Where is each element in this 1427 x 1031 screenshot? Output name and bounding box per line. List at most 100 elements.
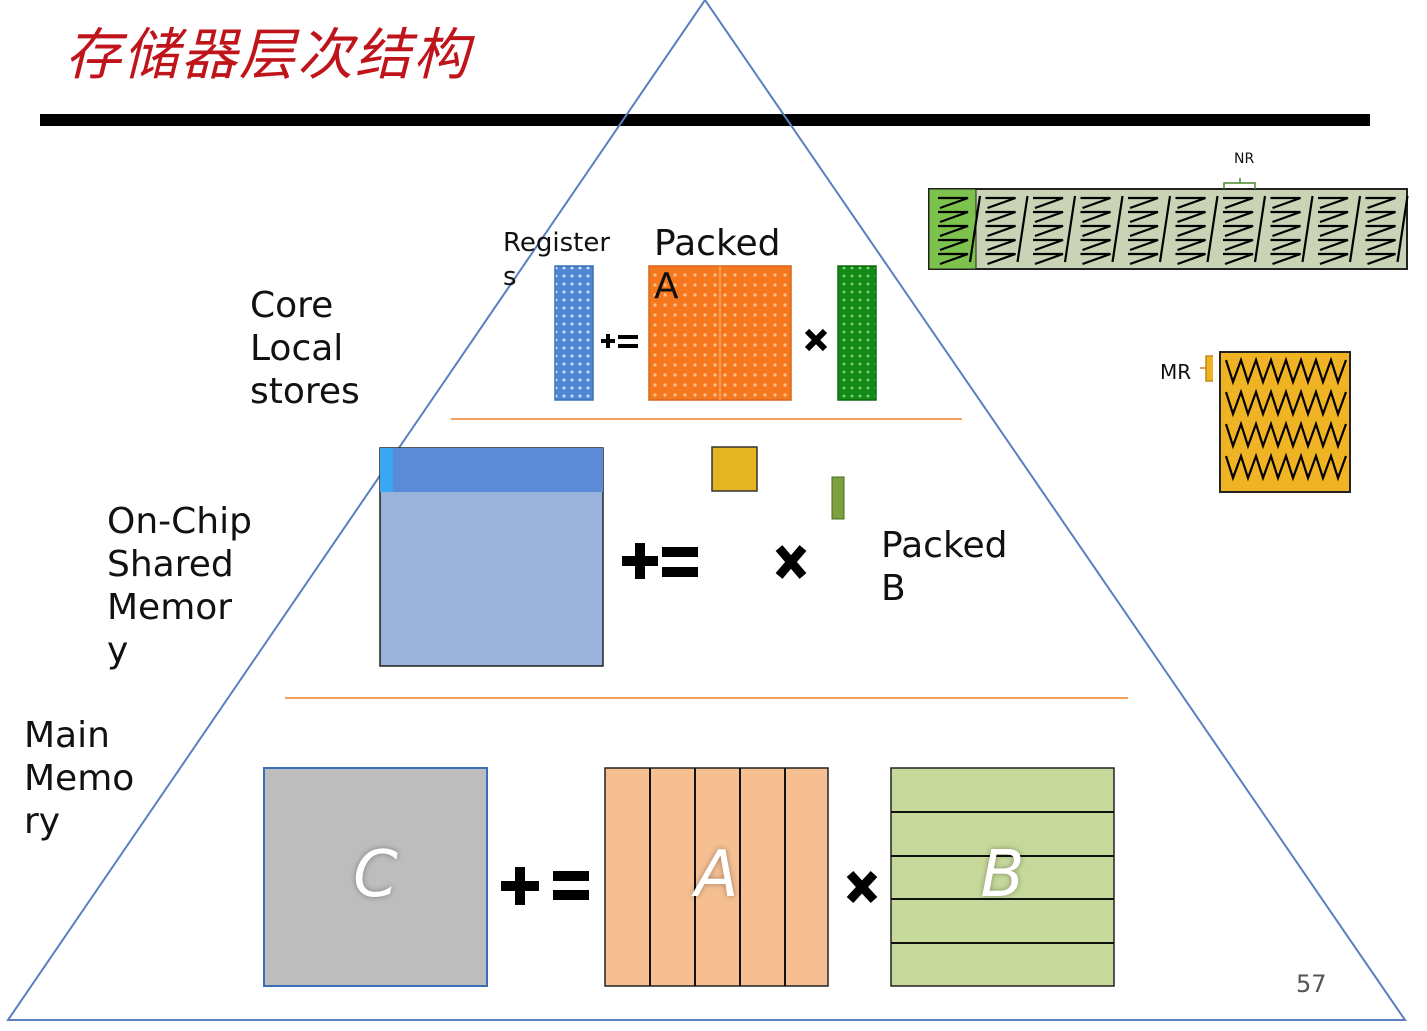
nr-zigzag-stroke xyxy=(1175,210,1206,224)
nr-zigzag-stroke xyxy=(1080,224,1111,238)
green-register-column xyxy=(837,265,877,401)
mr-zigzag-arrows xyxy=(1224,356,1348,482)
nr-zigzag-stroke xyxy=(1033,224,1064,238)
plus-equals-onchip xyxy=(622,543,698,579)
label-packed-a: Packed A xyxy=(654,223,781,307)
nr-zigzag-return xyxy=(1348,195,1362,263)
nr-zigzag-stroke xyxy=(1270,196,1301,210)
matrix-c-label: C xyxy=(353,838,398,912)
page-number: 57 xyxy=(1296,970,1327,998)
nr-zigzag-stroke xyxy=(938,224,969,238)
nr-zigzag-stroke xyxy=(1365,252,1396,266)
nr-zigzag-stroke xyxy=(1175,252,1206,266)
nr-zigzag-stroke xyxy=(1033,210,1064,224)
times-main xyxy=(846,870,878,904)
nr-zigzag-stroke xyxy=(1270,210,1301,224)
times-core xyxy=(804,328,828,352)
matrix-c xyxy=(263,767,488,987)
nr-zigzag-stroke xyxy=(1318,224,1349,238)
nr-zigzag-stroke xyxy=(985,210,1016,224)
nr-bracket xyxy=(1223,178,1256,189)
mr-zigzag-row xyxy=(1224,452,1348,482)
times-onchip xyxy=(775,545,807,579)
nr-zigzag-stroke xyxy=(1270,224,1301,238)
nr-zigzag-stroke xyxy=(938,252,969,266)
nr-zigzag-stroke xyxy=(985,238,1016,252)
nr-zigzag-stroke xyxy=(1128,210,1159,224)
nr-zigzag-stroke xyxy=(1270,238,1301,252)
nr-zigzag-return xyxy=(1301,195,1314,263)
nr-strip xyxy=(928,188,1408,270)
plus-equals-main xyxy=(501,867,589,905)
nr-zigzag-arrows xyxy=(938,195,1409,266)
nr-zigzag-stroke xyxy=(1033,252,1064,266)
nr-zigzag-stroke xyxy=(1175,238,1206,252)
nr-zigzag-stroke xyxy=(985,196,1016,210)
nr-zigzag-stroke xyxy=(1175,196,1206,210)
nr-zigzag-stroke xyxy=(1080,210,1111,224)
nr-zigzag-stroke xyxy=(1318,238,1349,252)
onchip-c-top-row xyxy=(380,448,603,492)
nr-zigzag-stroke xyxy=(1033,196,1064,210)
nr-zigzag-stroke xyxy=(1128,238,1159,252)
nr-zigzag-return xyxy=(1158,195,1172,263)
nr-zigzag-return xyxy=(1253,195,1267,263)
matrix-b xyxy=(890,767,1115,987)
nr-zigzag-stroke xyxy=(1128,252,1159,266)
nr-zigzag-stroke xyxy=(1365,196,1396,210)
title-underline xyxy=(40,114,1370,126)
page-title: 存储器层次结构 xyxy=(65,23,471,88)
nr-zigzag-stroke xyxy=(985,252,1016,266)
nr-zigzag-stroke xyxy=(1365,210,1396,224)
gold-block xyxy=(711,446,758,492)
mr-block xyxy=(1219,351,1351,493)
nr-zigzag-stroke xyxy=(1223,238,1254,252)
label-onchip-shared-memory: On-Chip Shared Memor y xyxy=(107,501,252,671)
label-registers: Register s xyxy=(503,228,611,292)
label-main-memory: Main Memo ry xyxy=(24,715,135,842)
nr-zigzag-stroke xyxy=(985,224,1016,238)
nr-zigzag-return xyxy=(1206,195,1219,263)
nr-zigzag-return xyxy=(968,195,982,263)
nr-zigzag-stroke xyxy=(1080,252,1111,266)
label-mr: MR xyxy=(1160,360,1192,384)
nr-zigzag-stroke xyxy=(1318,196,1349,210)
registers-block xyxy=(554,265,594,401)
matrix-a xyxy=(604,767,829,987)
pyramid-outline xyxy=(6,0,1407,1021)
nr-zigzag-stroke xyxy=(1080,238,1111,252)
nr-zigzag-stroke xyxy=(1175,224,1206,238)
nr-zigzag-stroke xyxy=(1318,252,1349,266)
nr-zigzag-return xyxy=(1111,195,1124,263)
mr-zigzag-row xyxy=(1224,420,1348,450)
onchip-c-top-cell xyxy=(380,448,393,492)
plus-equals-core xyxy=(601,334,638,348)
nr-zigzag-stroke xyxy=(1318,210,1349,224)
nr-zigzag-return xyxy=(1016,195,1029,263)
nr-zigzag-stroke xyxy=(1270,252,1301,266)
nr-zigzag-stroke xyxy=(1223,224,1254,238)
olive-bar xyxy=(831,476,845,520)
nr-zigzag-return xyxy=(1063,195,1077,263)
nr-zigzag-stroke xyxy=(938,196,969,210)
nr-zigzag-stroke xyxy=(1223,196,1254,210)
nr-zigzag-stroke xyxy=(938,238,969,252)
nr-zigzag-return xyxy=(1396,195,1409,263)
mr-zigzag-row xyxy=(1224,356,1348,386)
label-core-local-stores: Core Local stores xyxy=(250,285,360,412)
nr-zigzag-stroke xyxy=(1223,252,1254,266)
mr-zigzag-row xyxy=(1224,388,1348,418)
nr-zigzag-stroke xyxy=(1080,196,1111,210)
matrix-a-label: A xyxy=(694,838,739,912)
nr-zigzag-stroke xyxy=(1128,196,1159,210)
label-nr: NR xyxy=(1234,151,1255,167)
nr-zigzag-stroke xyxy=(1365,224,1396,238)
nr-strip-first-cell xyxy=(928,188,977,270)
nr-zigzag-stroke xyxy=(1223,210,1254,224)
nr-zigzag-stroke xyxy=(1365,238,1396,252)
matrix-b-label: B xyxy=(980,838,1025,912)
nr-zigzag-stroke xyxy=(1128,224,1159,238)
label-packed-b: Packed B xyxy=(881,525,1008,609)
nr-zigzag-stroke xyxy=(1033,238,1064,252)
